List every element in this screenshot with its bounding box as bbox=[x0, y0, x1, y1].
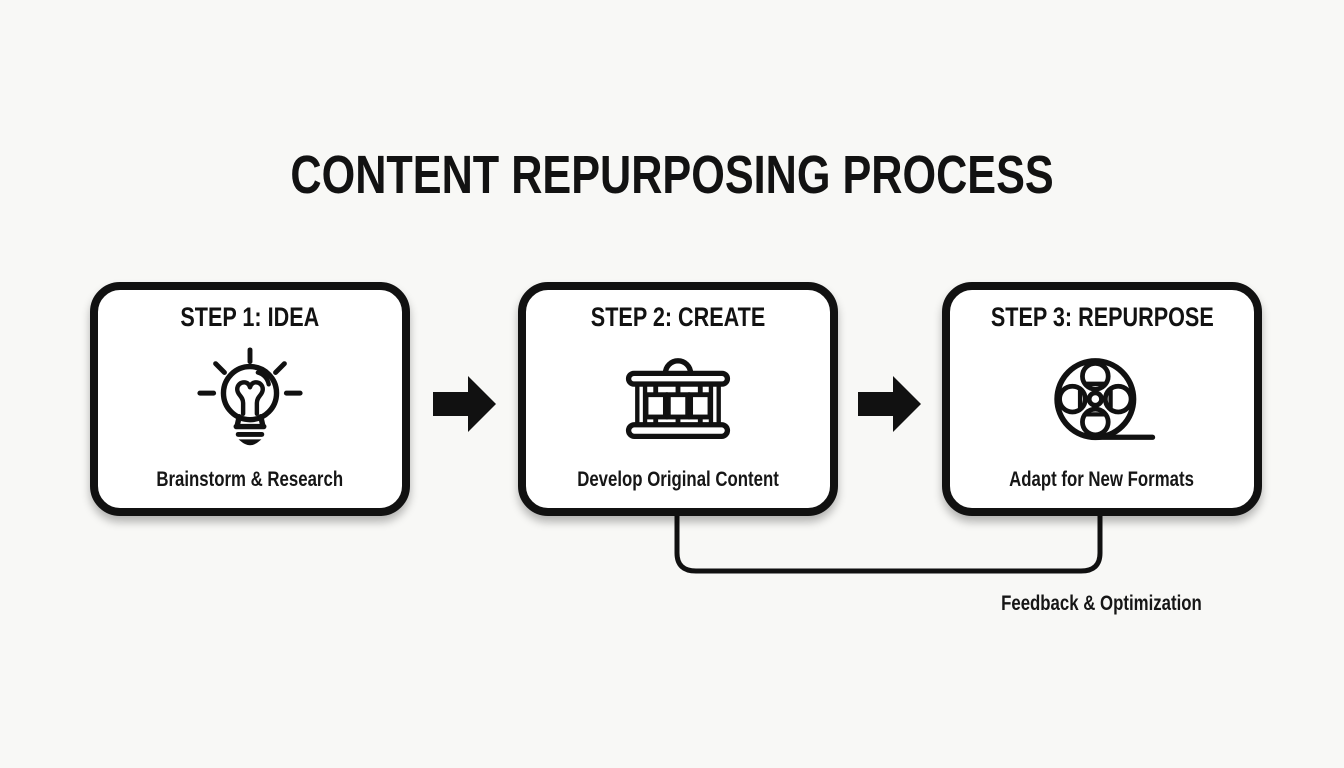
arrow-right-icon bbox=[858, 376, 921, 432]
step-1-box: STEP 1: IDEA bbox=[90, 282, 410, 516]
arrow-right-icon bbox=[433, 376, 496, 432]
step-2-box: STEP 2: CREATE bbox=[518, 282, 838, 516]
printing-press-icon bbox=[615, 335, 741, 468]
film-reel-icon bbox=[1040, 335, 1164, 468]
step-1-title: STEP 1: IDEA bbox=[163, 302, 337, 333]
page-title-text: CONTENT REPURPOSING PROCESS bbox=[290, 145, 1054, 205]
step-2-title-text: STEP 2: CREATE bbox=[590, 302, 766, 332]
feedback-label: Feedback & Optimization bbox=[941, 592, 1261, 616]
step-3-subtitle-text: Adapt for New Formats bbox=[1009, 467, 1195, 491]
step-2-subtitle: Develop Original Content bbox=[552, 468, 804, 491]
step-2-title: STEP 2: CREATE bbox=[569, 302, 787, 333]
step-2-subtitle-text: Develop Original Content bbox=[577, 467, 779, 491]
step-1-subtitle: Brainstorm & Research bbox=[133, 468, 366, 491]
lightbulb-icon bbox=[191, 335, 309, 468]
step-3-box: STEP 3: REPURPOSE bbox=[942, 282, 1262, 516]
step-3-subtitle: Adapt for New Formats bbox=[986, 468, 1217, 491]
step-3-title-text: STEP 3: REPURPOSE bbox=[990, 302, 1214, 332]
feedback-label-text: Feedback & Optimization bbox=[1000, 592, 1202, 615]
step-3-title: STEP 3: REPURPOSE bbox=[963, 302, 1242, 333]
feedback-loop-connector bbox=[674, 512, 1103, 574]
page-title: CONTENT REPURPOSING PROCESS bbox=[0, 148, 1344, 202]
step-1-subtitle-text: Brainstorm & Research bbox=[156, 467, 344, 491]
step-1-title-text: STEP 1: IDEA bbox=[180, 302, 320, 332]
